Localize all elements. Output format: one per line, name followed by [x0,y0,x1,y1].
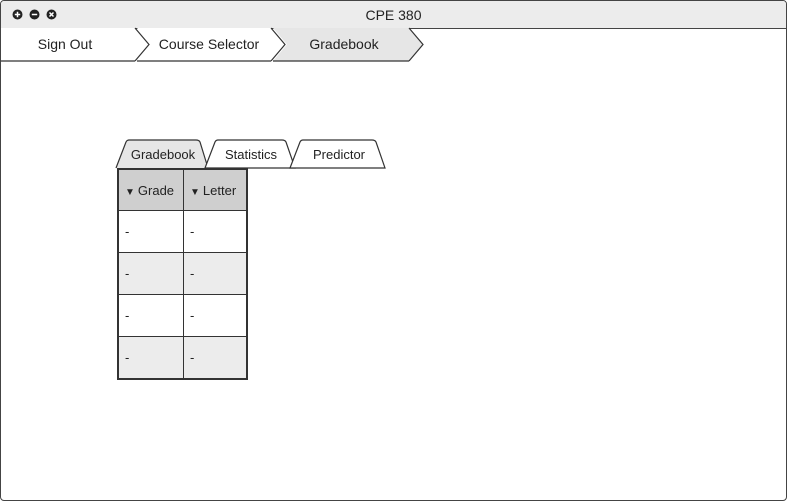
grade-cell: - [117,294,184,337]
tab-bar: Gradebook Statistics Predictor [115,139,391,169]
table-row: - - [117,294,248,337]
grade-table: ▼Grade ▼Letter - - - - - - - - [117,168,248,380]
tab-shape [115,139,209,169]
breadcrumb-arrow-shape [273,27,424,62]
sort-down-icon: ▼ [190,186,200,198]
tab-gradebook[interactable]: Gradebook [115,139,210,169]
letter-cell: - [183,210,248,253]
breadcrumb: Sign Out Course Selector Gradebook [1,27,786,62]
column-label: Grade [137,182,175,198]
letter-cell: - [183,252,248,295]
grade-cell: - [117,252,184,295]
tab-shape [204,139,296,169]
breadcrumb-label: Course Selector [158,36,260,52]
tab-predictor[interactable]: Predictor [289,139,388,169]
table-row: - - [117,252,248,295]
tab-label: Predictor [312,147,366,162]
tab-shape [289,139,386,169]
title-bar: CPE 380 [1,1,786,29]
grade-cell: - [117,210,184,253]
window-title: CPE 380 [365,7,422,23]
breadcrumb-arrow-shape [1,27,150,62]
table-row: - - [117,336,248,380]
tab-label: Gradebook [130,147,196,162]
close-icon[interactable] [46,9,57,20]
breadcrumb-arrow-shape [137,27,286,62]
column-header-grade[interactable]: ▼Grade [117,168,184,211]
column-label: Letter [202,182,237,198]
breadcrumb-gradebook[interactable]: Gradebook [273,27,425,62]
letter-cell: - [183,294,248,337]
letter-cell: - [183,336,248,380]
grade-cell: - [117,336,184,380]
table-row: - - [117,210,248,253]
column-header-letter[interactable]: ▼Letter [183,168,248,211]
minimize-icon[interactable] [29,9,40,20]
zoom-icon[interactable] [12,9,23,20]
breadcrumb-label: Sign Out [37,36,93,52]
tab-statistics[interactable]: Statistics [204,139,297,169]
tab-label: Statistics [224,147,277,162]
sort-down-icon: ▼ [125,186,135,198]
table-header-row: ▼Grade ▼Letter [117,168,248,211]
breadcrumb-course-selector[interactable]: Course Selector [137,27,287,62]
breadcrumb-label: Gradebook [309,36,379,52]
breadcrumb-sign-out[interactable]: Sign Out [1,27,151,62]
